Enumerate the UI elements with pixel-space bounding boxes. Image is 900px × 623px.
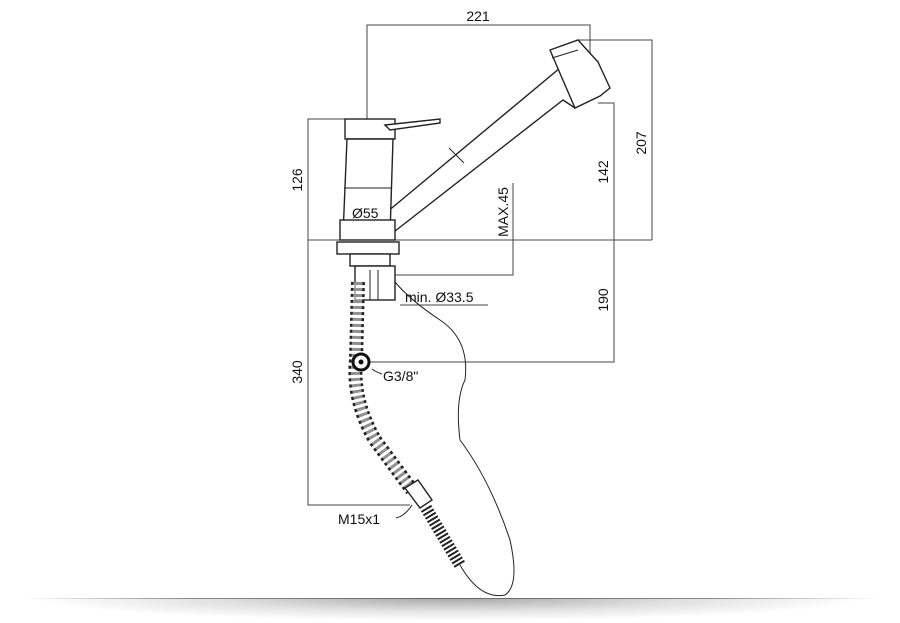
dim-126-label: 126 <box>289 168 305 192</box>
dim-126-340-line <box>307 118 410 506</box>
dim-340-label: 340 <box>289 360 305 384</box>
dim-max45-label: MAX.45 <box>495 187 511 237</box>
dim-142-label: 142 <box>595 160 611 184</box>
lever-base <box>344 118 396 140</box>
spray-head <box>549 39 611 109</box>
hose-thread-label: M15x1 <box>338 511 380 527</box>
dim-207-label: 207 <box>633 131 649 155</box>
dim-hole-label: min. Ø33.5 <box>405 289 474 305</box>
spray-hose-end <box>420 504 466 569</box>
bottom-shadow <box>40 598 860 620</box>
supply-hose <box>348 281 515 597</box>
divider-line <box>20 598 880 599</box>
pullout-hose <box>394 281 515 597</box>
faucet-body <box>336 39 611 301</box>
inlet-thread-label: G3/8" <box>383 368 418 384</box>
dim-diameter55-label: Ø55 <box>352 205 379 221</box>
deck-plate <box>336 241 400 255</box>
lever-handle <box>383 118 441 131</box>
dim-142-190-line <box>360 102 615 363</box>
body-base <box>339 219 396 241</box>
hose-fitting <box>403 479 433 509</box>
dim-207-line <box>578 39 653 240</box>
dim-max45-line <box>355 183 514 276</box>
dim-221-line <box>366 24 591 119</box>
dim-190-label: 190 <box>595 288 611 312</box>
dim-221-label: 221 <box>466 8 490 24</box>
